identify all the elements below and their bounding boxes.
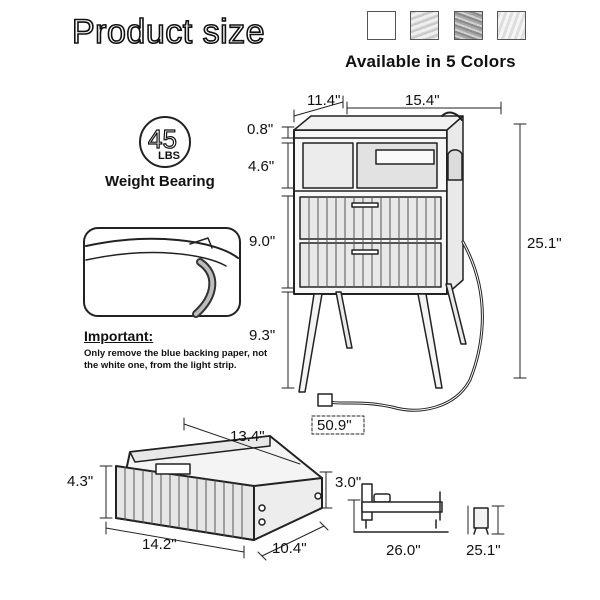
drawer-dimension-lines — [99, 417, 333, 561]
weight-value: 45 — [147, 123, 177, 154]
dim-width: 15.4" — [405, 92, 440, 109]
dim-drawers: 9.0" — [249, 233, 276, 250]
color-swatch-grey-wood[interactable] — [497, 11, 526, 40]
dim-table-height: 25.1" — [466, 542, 501, 559]
dim-drawer-inner-height: 3.0" — [335, 474, 362, 491]
dim-depth: 11.4" — [307, 92, 341, 109]
table-comparison — [467, 505, 505, 535]
nightstand-drawing — [293, 111, 484, 412]
dim-legs: 9.3" — [249, 327, 276, 344]
dim-drawer-depth: 10.4" — [272, 540, 307, 557]
dim-total-height: 25.1" — [527, 235, 562, 252]
dim-open-shelf: 4.6" — [248, 158, 275, 175]
important-heading: Important: — [84, 328, 154, 344]
important-note: Only remove the blue backing paper, not … — [84, 348, 268, 371]
nightstand-dimension-lines — [281, 95, 527, 435]
dim-top-thickness: 0.8" — [247, 121, 274, 138]
dim-bed-height: 26.0" — [386, 542, 421, 559]
weight-badge — [139, 116, 191, 168]
dim-drawer-height: 4.3" — [67, 473, 94, 490]
dim-drawer-inner-width: 13.4" — [230, 428, 265, 445]
weight-unit: LBS — [158, 150, 180, 162]
available-colors-label: Available in 5 Colors — [345, 52, 516, 71]
drawer-drawing — [115, 435, 323, 541]
page-title: Product size — [71, 12, 266, 52]
color-swatch-white[interactable] — [367, 11, 396, 40]
light-strip-closeup — [83, 227, 241, 318]
dim-cord-length: 50.9" — [317, 417, 352, 434]
weight-caption: Weight Bearing — [105, 173, 215, 190]
color-swatch-light-wood[interactable] — [410, 11, 439, 40]
bed-comparison — [347, 483, 449, 533]
dim-drawer-width: 14.2" — [142, 536, 177, 553]
color-swatch-rustic-wood[interactable] — [454, 11, 483, 40]
